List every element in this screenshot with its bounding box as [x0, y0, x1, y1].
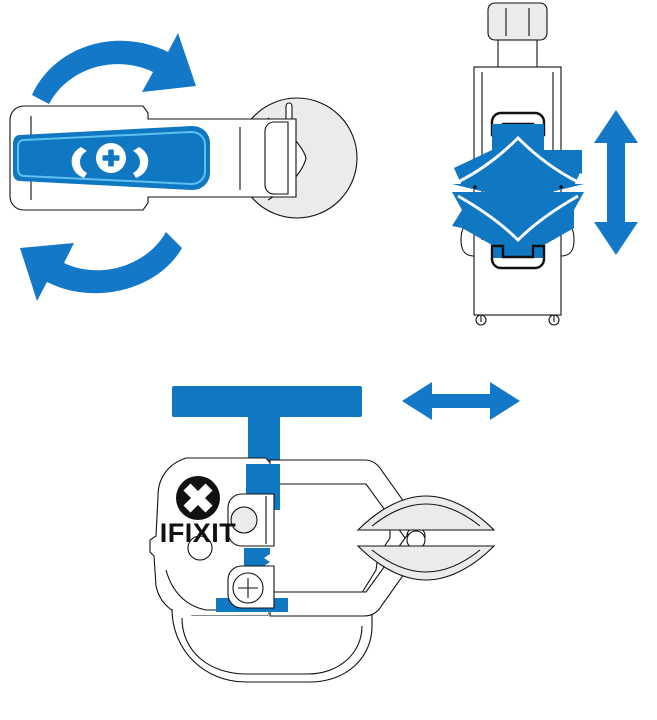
upper-jaw: [452, 111, 584, 200]
t-handle[interactable]: [172, 386, 362, 464]
figure-ifixit-clamp-side-view: IFIXIT: [149, 382, 520, 683]
rotate-arrow-top-icon: [32, 33, 196, 104]
x-in-circle-icon: [176, 476, 220, 520]
ifixit-wordmark: IFIXIT: [160, 518, 237, 548]
knob-shaft: [497, 39, 538, 70]
plus-icon: [102, 149, 120, 167]
suction-cup-upper: [356, 495, 496, 531]
rotate-arrow-bottom-icon: [20, 232, 182, 301]
suction-cup-lower: [356, 545, 496, 581]
ifixit-logo: IFIXIT: [160, 476, 237, 548]
vertical-double-arrow-icon: [594, 110, 638, 255]
blue-grip-pad[interactable]: [13, 126, 210, 190]
figure-suction-handle-rotation: [9, 33, 358, 301]
phillips-screw-icon: [232, 572, 264, 604]
figure-clamp-front-view: [452, 2, 638, 326]
threaded-rack: [216, 464, 288, 612]
lower-jaw: [452, 192, 584, 270]
horizontal-double-arrow-icon: [402, 382, 520, 420]
thumb-knob[interactable]: [487, 2, 548, 41]
